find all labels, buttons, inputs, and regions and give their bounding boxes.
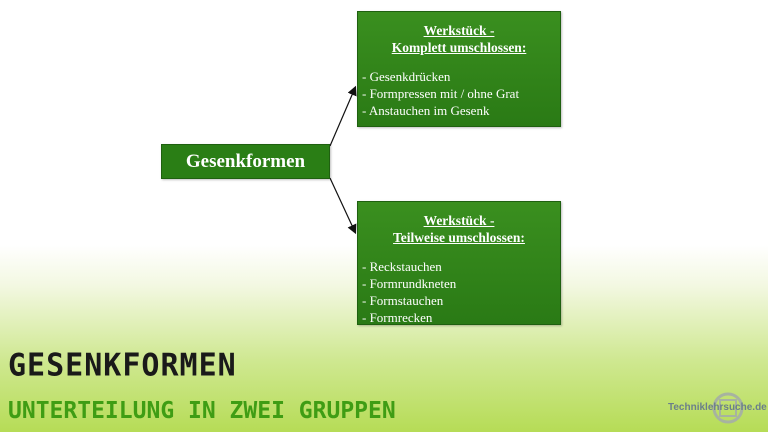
list-item: - Formrecken bbox=[362, 310, 433, 325]
gear-logo-icon bbox=[712, 392, 744, 424]
arrow-to-group-complete bbox=[329, 85, 357, 147]
page-subtitle: UNTERTEILUNG IN ZWEI GRUPPEN bbox=[8, 398, 396, 424]
group-title: Werkstück - Komplett umschlossen: bbox=[358, 22, 560, 56]
root-node-label: Gesenkformen bbox=[185, 150, 306, 172]
group-title-line1: Werkstück - bbox=[423, 213, 495, 228]
page-title: GESENKFORMEN bbox=[8, 347, 237, 384]
group-title-line1: Werkstück - bbox=[423, 23, 495, 38]
group-item-list: - Gesenkdrücken - Formpressen mit / ohne… bbox=[358, 68, 560, 119]
arrow-to-group-partial bbox=[329, 177, 357, 235]
root-node-gesenkformen: Gesenkformen bbox=[161, 144, 330, 179]
brand-logo-text: Techniklehrsuche.de bbox=[668, 402, 767, 413]
brand-logo: Techniklehrsuche.de bbox=[664, 390, 767, 426]
group-title-line2: Teilweise umschlossen: bbox=[393, 230, 525, 245]
list-item: - Formrundkneten bbox=[362, 276, 457, 291]
group-title: Werkstück - Teilweise umschlossen: bbox=[358, 212, 560, 246]
list-item: - Gesenkdrücken bbox=[362, 69, 451, 84]
group-title-line2: Komplett umschlossen: bbox=[391, 40, 527, 55]
list-item: - Reckstauchen bbox=[362, 259, 442, 274]
list-item: - Anstauchen im Gesenk bbox=[362, 103, 490, 118]
group-node-teilweise-umschlossen: Werkstück - Teilweise umschlossen: - Rec… bbox=[357, 201, 561, 325]
group-node-komplett-umschlossen: Werkstück - Komplett umschlossen: - Gese… bbox=[357, 11, 561, 127]
group-item-list: - Reckstauchen - Formrundkneten - Formst… bbox=[358, 258, 560, 326]
list-item: - Formpressen mit / ohne Grat bbox=[362, 86, 520, 101]
list-item: - Formstauchen bbox=[362, 293, 444, 308]
